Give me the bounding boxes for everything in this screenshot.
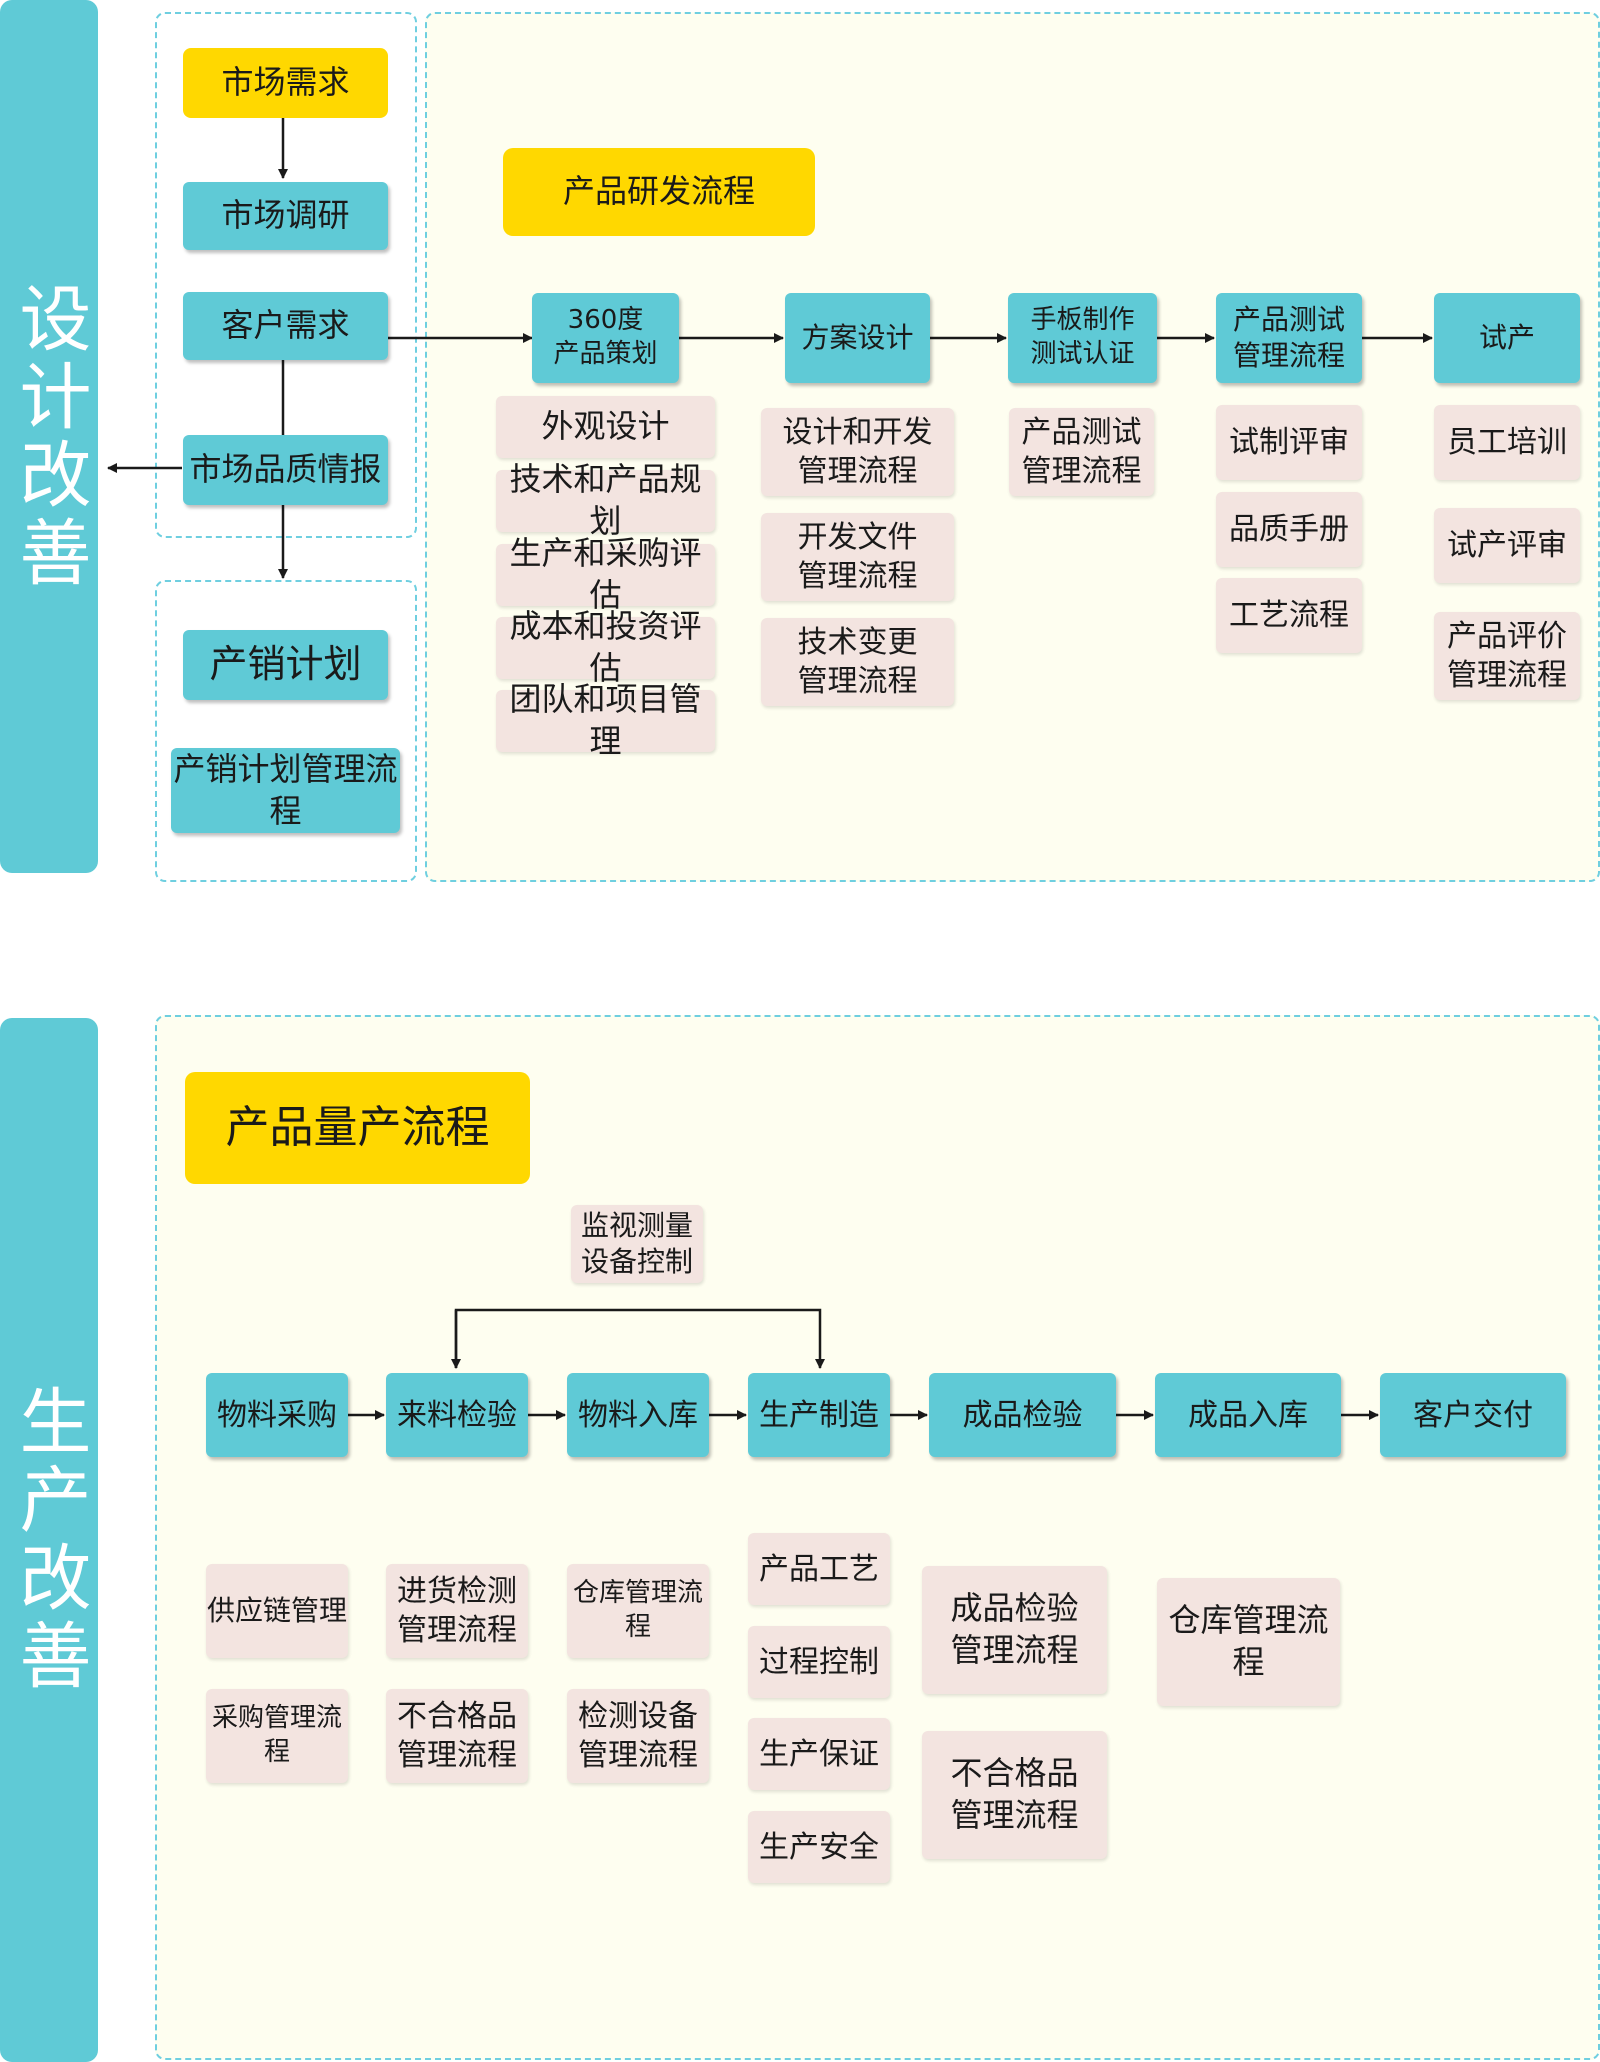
rd-sub-product-test-process: 产品测试 管理流程 [1009,408,1154,496]
mp-monitor-equipment-control: 监视测量 设备控制 [571,1205,703,1283]
rd-sub-team-management: 团队和项目管理 [496,680,715,760]
mp-sub-purchase-process: 采购管理流程 [206,1689,348,1783]
mp-sub-nonconforming-process: 不合格品 管理流程 [386,1689,528,1783]
mp-sub-final-nonconforming-process: 不合格品 管理流程 [922,1731,1107,1859]
rd-sub-appearance: 外观设计 [496,396,715,458]
rd-step-prototype: 手板制作 测试认证 [1008,293,1157,383]
sales-plan-box: 产销计划 [183,630,388,700]
sales-panel [155,580,417,882]
rd-step-product-test: 产品测试 管理流程 [1216,293,1362,383]
mp-sub-incoming-test-process: 进货检测 管理流程 [386,1564,528,1658]
mp-step-final-inspection: 成品检验 [929,1373,1116,1457]
mp-sub-warehouse-process: 仓库管理流程 [567,1564,709,1658]
mp-sub-final-inspection-process: 成品检验 管理流程 [922,1566,1107,1694]
customer-demand-box: 客户需求 [183,292,388,360]
mp-step-material-purchase: 物料采购 [206,1373,348,1457]
rd-step-planning: 360度 产品策划 [532,293,679,383]
rd-sub-staff-training: 员工培训 [1434,405,1580,480]
rd-sub-cost-eval: 成本和投资评估 [496,607,715,687]
mp-step-finished-storage: 成品入库 [1155,1373,1341,1457]
market-demand-box: 市场需求 [183,48,388,118]
mp-sub-process-control: 过程控制 [748,1626,890,1698]
mp-step-material-storage: 物料入库 [567,1373,709,1457]
rd-sub-product-evaluation-process: 产品评价 管理流程 [1434,612,1580,700]
mp-step-incoming-inspection: 来料检验 [386,1373,528,1457]
rd-step-scheme-design: 方案设计 [785,293,930,383]
rd-sub-tech-planning: 技术和产品规划 [496,460,715,540]
mp-sub-finished-warehouse-process: 仓库管理流程 [1157,1578,1340,1706]
market-research-box: 市场调研 [183,182,388,250]
sidebar-production-label: 生产改善 [7,1384,91,1696]
mp-step-customer-delivery: 客户交付 [1380,1373,1566,1457]
sidebar-design-label: 设计改善 [7,280,91,593]
mp-sub-production-safety: 生产安全 [748,1811,890,1883]
mp-step-manufacturing: 生产制造 [748,1373,890,1457]
sidebar-design: 设计改善 [0,0,98,873]
market-panel [155,12,417,538]
rd-sub-trial-review: 试制评审 [1216,405,1362,480]
rd-sub-design-dev-process: 设计和开发 管理流程 [761,408,954,496]
mp-sub-test-equipment-process: 检测设备 管理流程 [567,1689,709,1783]
market-quality-info-box: 市场品质情报 [183,435,388,505]
sales-plan-process-box: 产销计划管理流程 [171,748,400,833]
mp-sub-supply-chain: 供应链管理 [206,1564,348,1658]
rd-step-trial-production: 试产 [1434,293,1580,383]
rd-sub-quality-manual: 品质手册 [1216,492,1362,567]
mp-sub-product-craft: 产品工艺 [748,1533,890,1605]
rd-sub-dev-docs-process: 开发文件 管理流程 [761,513,954,601]
mp-sub-production-assurance: 生产保证 [748,1718,890,1790]
rd-title: 产品研发流程 [503,148,815,236]
sidebar-production: 生产改善 [0,1018,98,2062]
rd-sub-production-eval: 生产和采购评估 [496,534,715,614]
rd-sub-trial-production-review: 试产评审 [1434,508,1580,583]
mp-title: 产品量产流程 [185,1072,530,1184]
rd-sub-tech-change-process: 技术变更 管理流程 [761,618,954,706]
rd-sub-process-flow: 工艺流程 [1216,578,1362,653]
